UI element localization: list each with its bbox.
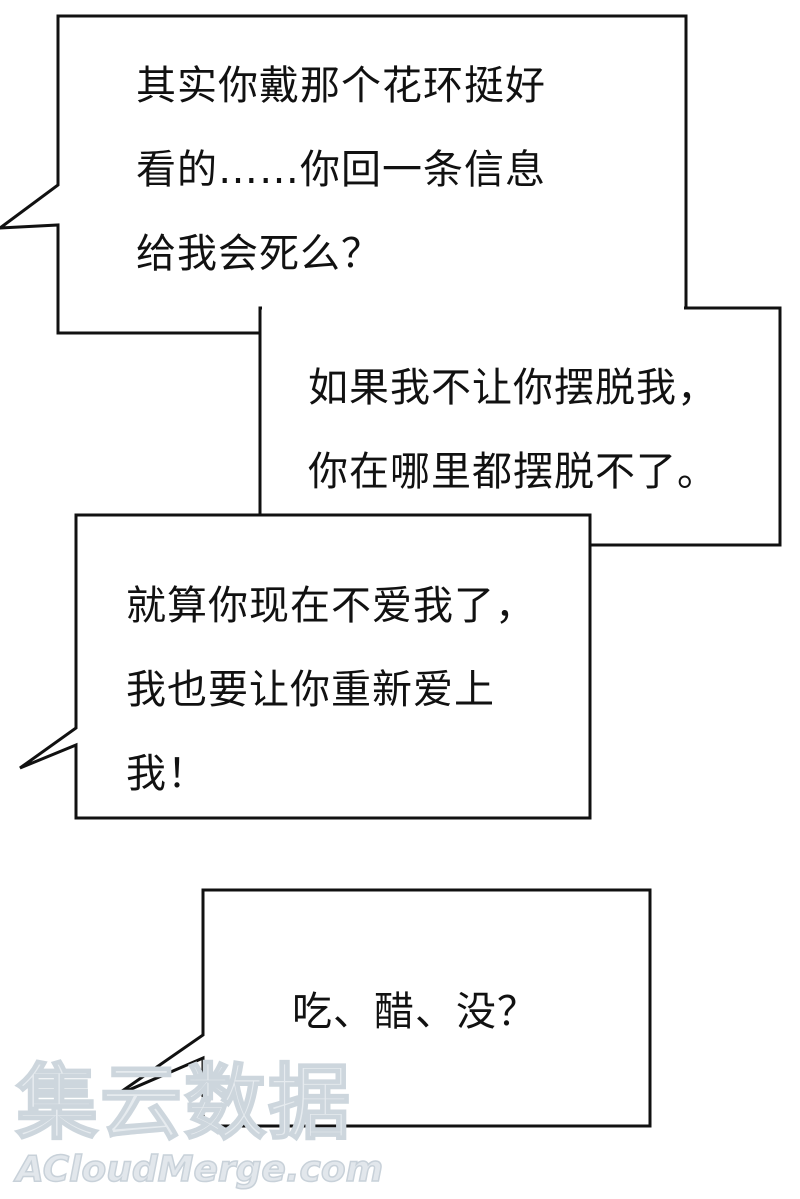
bubble-2-line-1: 如果我不让你摆脱我， [308,365,718,411]
watermark-logo: 集云数据 ACloudMerge.com [10,1056,390,1198]
speech-bubble-3-text: 就算你现在不爱我了， 我也要让你重新爱上 我！ [126,564,536,816]
speech-bubble-4-text: 吃、醋、没？ [292,970,538,1054]
bubble-1-line-3: 给我会死么？ [136,231,382,277]
bubble-4-line-1: 吃、醋、没？ [292,989,538,1035]
bubble-2-line-2: 你在哪里都摆脱不了。 [308,449,718,495]
bubble-1-line-2: 看的……你回一条信息 [136,147,546,193]
bubble-3-line-3: 我！ [126,751,208,797]
speech-bubble-3-outline [19,513,592,820]
bubble-3-line-2: 我也要让你重新爱上 [126,667,495,713]
watermark-title: 集云数据 [15,1056,353,1151]
watermark-url: ACloudMerge.com [15,1149,384,1191]
speech-bubble-1-text: 其实你戴那个花环挺好 看的……你回一条信息 给我会死么？ [136,44,546,296]
bubble-3-line-1: 就算你现在不爱我了， [126,583,536,629]
speech-bubble-2-text: 如果我不让你摆脱我， 你在哪里都摆脱不了。 [308,346,718,514]
speech-bubble-4-outline [114,888,652,1128]
speech-bubble-1-outline [0,14,688,335]
bubble-1-line-1: 其实你戴那个花环挺好 [136,63,546,109]
